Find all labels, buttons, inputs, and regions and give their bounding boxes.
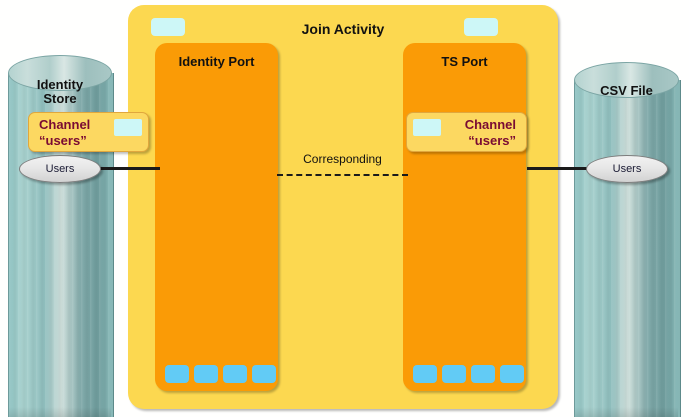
identity-port-chip-1[interactable] [165,365,189,383]
identity-port-chip-3[interactable] [223,365,247,383]
csv-file-users-collection[interactable]: Users [586,155,668,183]
identity-port-title: Identity Port [178,54,255,69]
cylinder-top-ellipse-icon [574,62,679,98]
ts-port-chip-row [413,365,524,383]
ts-channel-text: Channel “users” [465,117,516,149]
csv-file-label-line1: CSV File [600,83,653,98]
identity-port-channel-users[interactable]: Channel “users” [28,112,149,152]
identity-store-cylinder[interactable]: Identity Store [8,55,114,417]
ts-port-chip-4[interactable] [500,365,524,383]
corresponding-dashed-connector [277,174,408,176]
join-activity-tab-left-icon[interactable] [151,18,185,36]
corresponding-link-label: Corresponding [303,152,382,166]
identity-store-label: Identity Store [8,78,112,106]
identity-port-chip-row [165,365,276,383]
ts-port-chip-2[interactable] [442,365,466,383]
ts-port-chip-1[interactable] [413,365,437,383]
identity-store-label-line2: Store [43,91,77,106]
connector-identity-store-to-channel [98,167,160,170]
cylinder-top-ellipse-icon [8,55,112,91]
identity-port-chip-2[interactable] [194,365,218,383]
connector-channel-to-csv-file [527,167,589,170]
ts-channel-chip-icon[interactable] [413,119,441,136]
cylinder-body-icon [574,80,681,417]
identity-store-users-label: Users [45,163,75,175]
ts-channel-line2: “users” [468,133,516,148]
identity-channel-chip-icon[interactable] [114,119,142,136]
join-activity-tab-right-icon[interactable] [464,18,498,36]
identity-channel-line1: Channel [39,117,91,132]
identity-store-label-line1: Identity [36,77,84,92]
csv-file-cylinder[interactable]: CSV File [574,62,681,417]
ts-port-chip-3[interactable] [471,365,495,383]
identity-channel-line2: “users” [39,133,87,148]
identity-channel-text: Channel “users” [39,117,90,149]
ts-port-channel-users[interactable]: Channel “users” [406,112,527,152]
identity-store-users-collection[interactable]: Users [19,155,101,183]
csv-file-users-label: Users [612,163,642,175]
identity-port-panel[interactable]: Identity Port [155,43,278,391]
csv-file-label: CSV File [574,84,679,98]
ts-channel-line1: Channel [464,117,516,132]
ts-port-panel[interactable]: TS Port [403,43,526,391]
join-activity-panel[interactable]: Join Activity Identity Port TS Port [128,5,558,409]
join-activity-title: Join Activity [301,21,385,37]
identity-port-chip-4[interactable] [252,365,276,383]
ts-port-title: TS Port [441,54,488,69]
